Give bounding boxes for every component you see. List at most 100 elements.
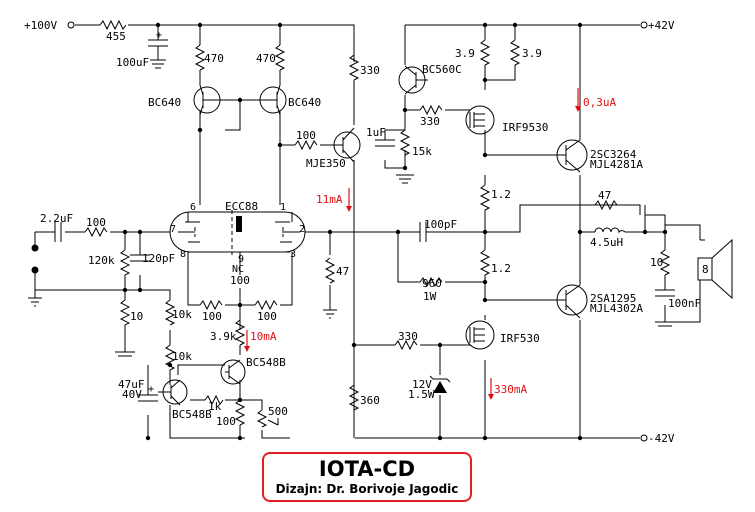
component-label: 10k xyxy=(172,350,192,363)
component-label: 12V xyxy=(412,378,432,391)
component-label: 100uF xyxy=(116,56,149,69)
component-label: BC560C xyxy=(422,63,462,76)
resistor-470a xyxy=(194,44,206,71)
component-label: BC640 xyxy=(288,96,321,109)
component-label: 120pF xyxy=(142,252,175,265)
terminal-neg42v xyxy=(640,434,648,442)
transistor-symbols xyxy=(158,65,588,406)
component-label: 7 xyxy=(170,224,176,235)
component-label: 10mA xyxy=(250,330,277,343)
resistor-330b xyxy=(419,104,443,116)
resistor-455 xyxy=(99,19,127,31)
resistor-120k xyxy=(119,249,131,276)
component-label: 10 xyxy=(650,256,663,269)
terminal-42v xyxy=(640,21,648,29)
component-label: ECC88 xyxy=(225,200,258,213)
component-label: 11mA xyxy=(316,193,343,206)
cap-47uf-plus: + xyxy=(148,384,154,395)
component-label: 8 xyxy=(702,263,709,276)
component-label: 47 xyxy=(336,265,349,278)
mje350-icon xyxy=(333,127,361,163)
component-label: 15k xyxy=(412,145,432,158)
resistor-330c xyxy=(394,339,418,351)
inductor-coil xyxy=(594,227,626,234)
component-label: 2SC3264 xyxy=(590,148,637,161)
ground-icon xyxy=(655,321,675,327)
component-label: IRF9530 xyxy=(502,121,548,134)
component-label: MJL4302A xyxy=(590,302,643,315)
ground-icon xyxy=(323,309,337,319)
cap-47uf xyxy=(138,394,158,402)
component-label: 455 xyxy=(106,30,126,43)
component-label: IRF530 xyxy=(500,332,540,345)
component-label: 47uF xyxy=(118,378,145,391)
resistor-39k xyxy=(234,319,246,346)
rail-100v-label: +100V xyxy=(24,19,57,32)
cap-100pf xyxy=(419,222,445,242)
resistor-47b xyxy=(324,257,336,284)
component-label: 1 xyxy=(280,202,286,213)
component-label: BC548B xyxy=(246,356,286,369)
component-label: 1uF xyxy=(366,126,386,139)
resistor-330a xyxy=(348,54,360,81)
component-label: 4.5uH xyxy=(590,236,623,249)
title-box: IOTA-CD Dizajn: Dr. Borivoje Jagodic xyxy=(262,452,472,502)
bc548b-q9-icon xyxy=(220,359,246,385)
component-label: 47 xyxy=(598,189,611,202)
component-label: 9 xyxy=(238,254,244,265)
ground-icon xyxy=(150,59,166,69)
component-label: 3.9k xyxy=(210,330,237,343)
component-label: 100pF xyxy=(424,218,457,231)
junction-dots xyxy=(31,22,668,441)
component-label: 360 xyxy=(360,394,380,407)
terminal-100v xyxy=(67,21,75,29)
cap-100uf-plus: + xyxy=(156,30,162,41)
resistor-10b xyxy=(659,249,671,276)
resistor-10ka xyxy=(164,344,176,371)
mjl4302a-icon xyxy=(555,284,588,319)
resistor-39a xyxy=(479,39,491,66)
component-label: 3 xyxy=(290,249,296,260)
component-label: 100 xyxy=(296,129,316,142)
resistor-100l xyxy=(199,299,223,311)
component-label: 330mA xyxy=(494,383,527,396)
cap-1uf xyxy=(375,139,395,147)
cap-100nf xyxy=(655,289,675,297)
resistor-100a xyxy=(294,139,318,151)
component-label: 1W xyxy=(423,290,437,303)
component-label: 2SA1295 xyxy=(590,292,636,305)
component-label: 3.9 xyxy=(455,47,475,60)
component-label: 0,3uA xyxy=(583,96,616,109)
speaker-icon xyxy=(697,238,733,300)
rail-42v-label: +42V xyxy=(648,19,675,32)
labels: +100V +42V -42V 455 100uF 470 470 330 BC… xyxy=(24,19,709,445)
zener-diode-icon xyxy=(429,375,451,393)
resistor-39b xyxy=(509,39,521,66)
component-label: MJL4281A xyxy=(590,158,643,171)
resistor-15k xyxy=(399,129,411,156)
component-label: MJE350 xyxy=(306,157,346,170)
cap-22uf xyxy=(54,222,62,242)
component-label: 100 xyxy=(202,310,222,323)
bc548b-q10-icon xyxy=(158,379,188,406)
component-label: 100 xyxy=(257,310,277,323)
capacitors xyxy=(54,39,675,402)
component-label: 1k xyxy=(208,400,222,413)
component-label: BC548B xyxy=(172,408,212,421)
ecc88-tube-icon xyxy=(169,210,306,262)
cap-120pf xyxy=(130,254,150,262)
component-label: 10k xyxy=(172,308,192,321)
component-label: 40V xyxy=(122,388,142,401)
component-label: BC640 xyxy=(148,96,181,109)
component-label: 470 xyxy=(204,52,224,65)
component-label: 100nF xyxy=(668,297,701,310)
bc640-q1-icon xyxy=(193,84,221,116)
resistor-960 xyxy=(419,276,443,288)
irf530-icon xyxy=(465,320,495,350)
resistor-1k xyxy=(204,394,224,406)
resistor-10a xyxy=(119,299,131,326)
bc560c-icon xyxy=(398,65,428,95)
rail-neg42v-label: -42V xyxy=(648,432,675,445)
resistor-500 xyxy=(256,409,268,428)
